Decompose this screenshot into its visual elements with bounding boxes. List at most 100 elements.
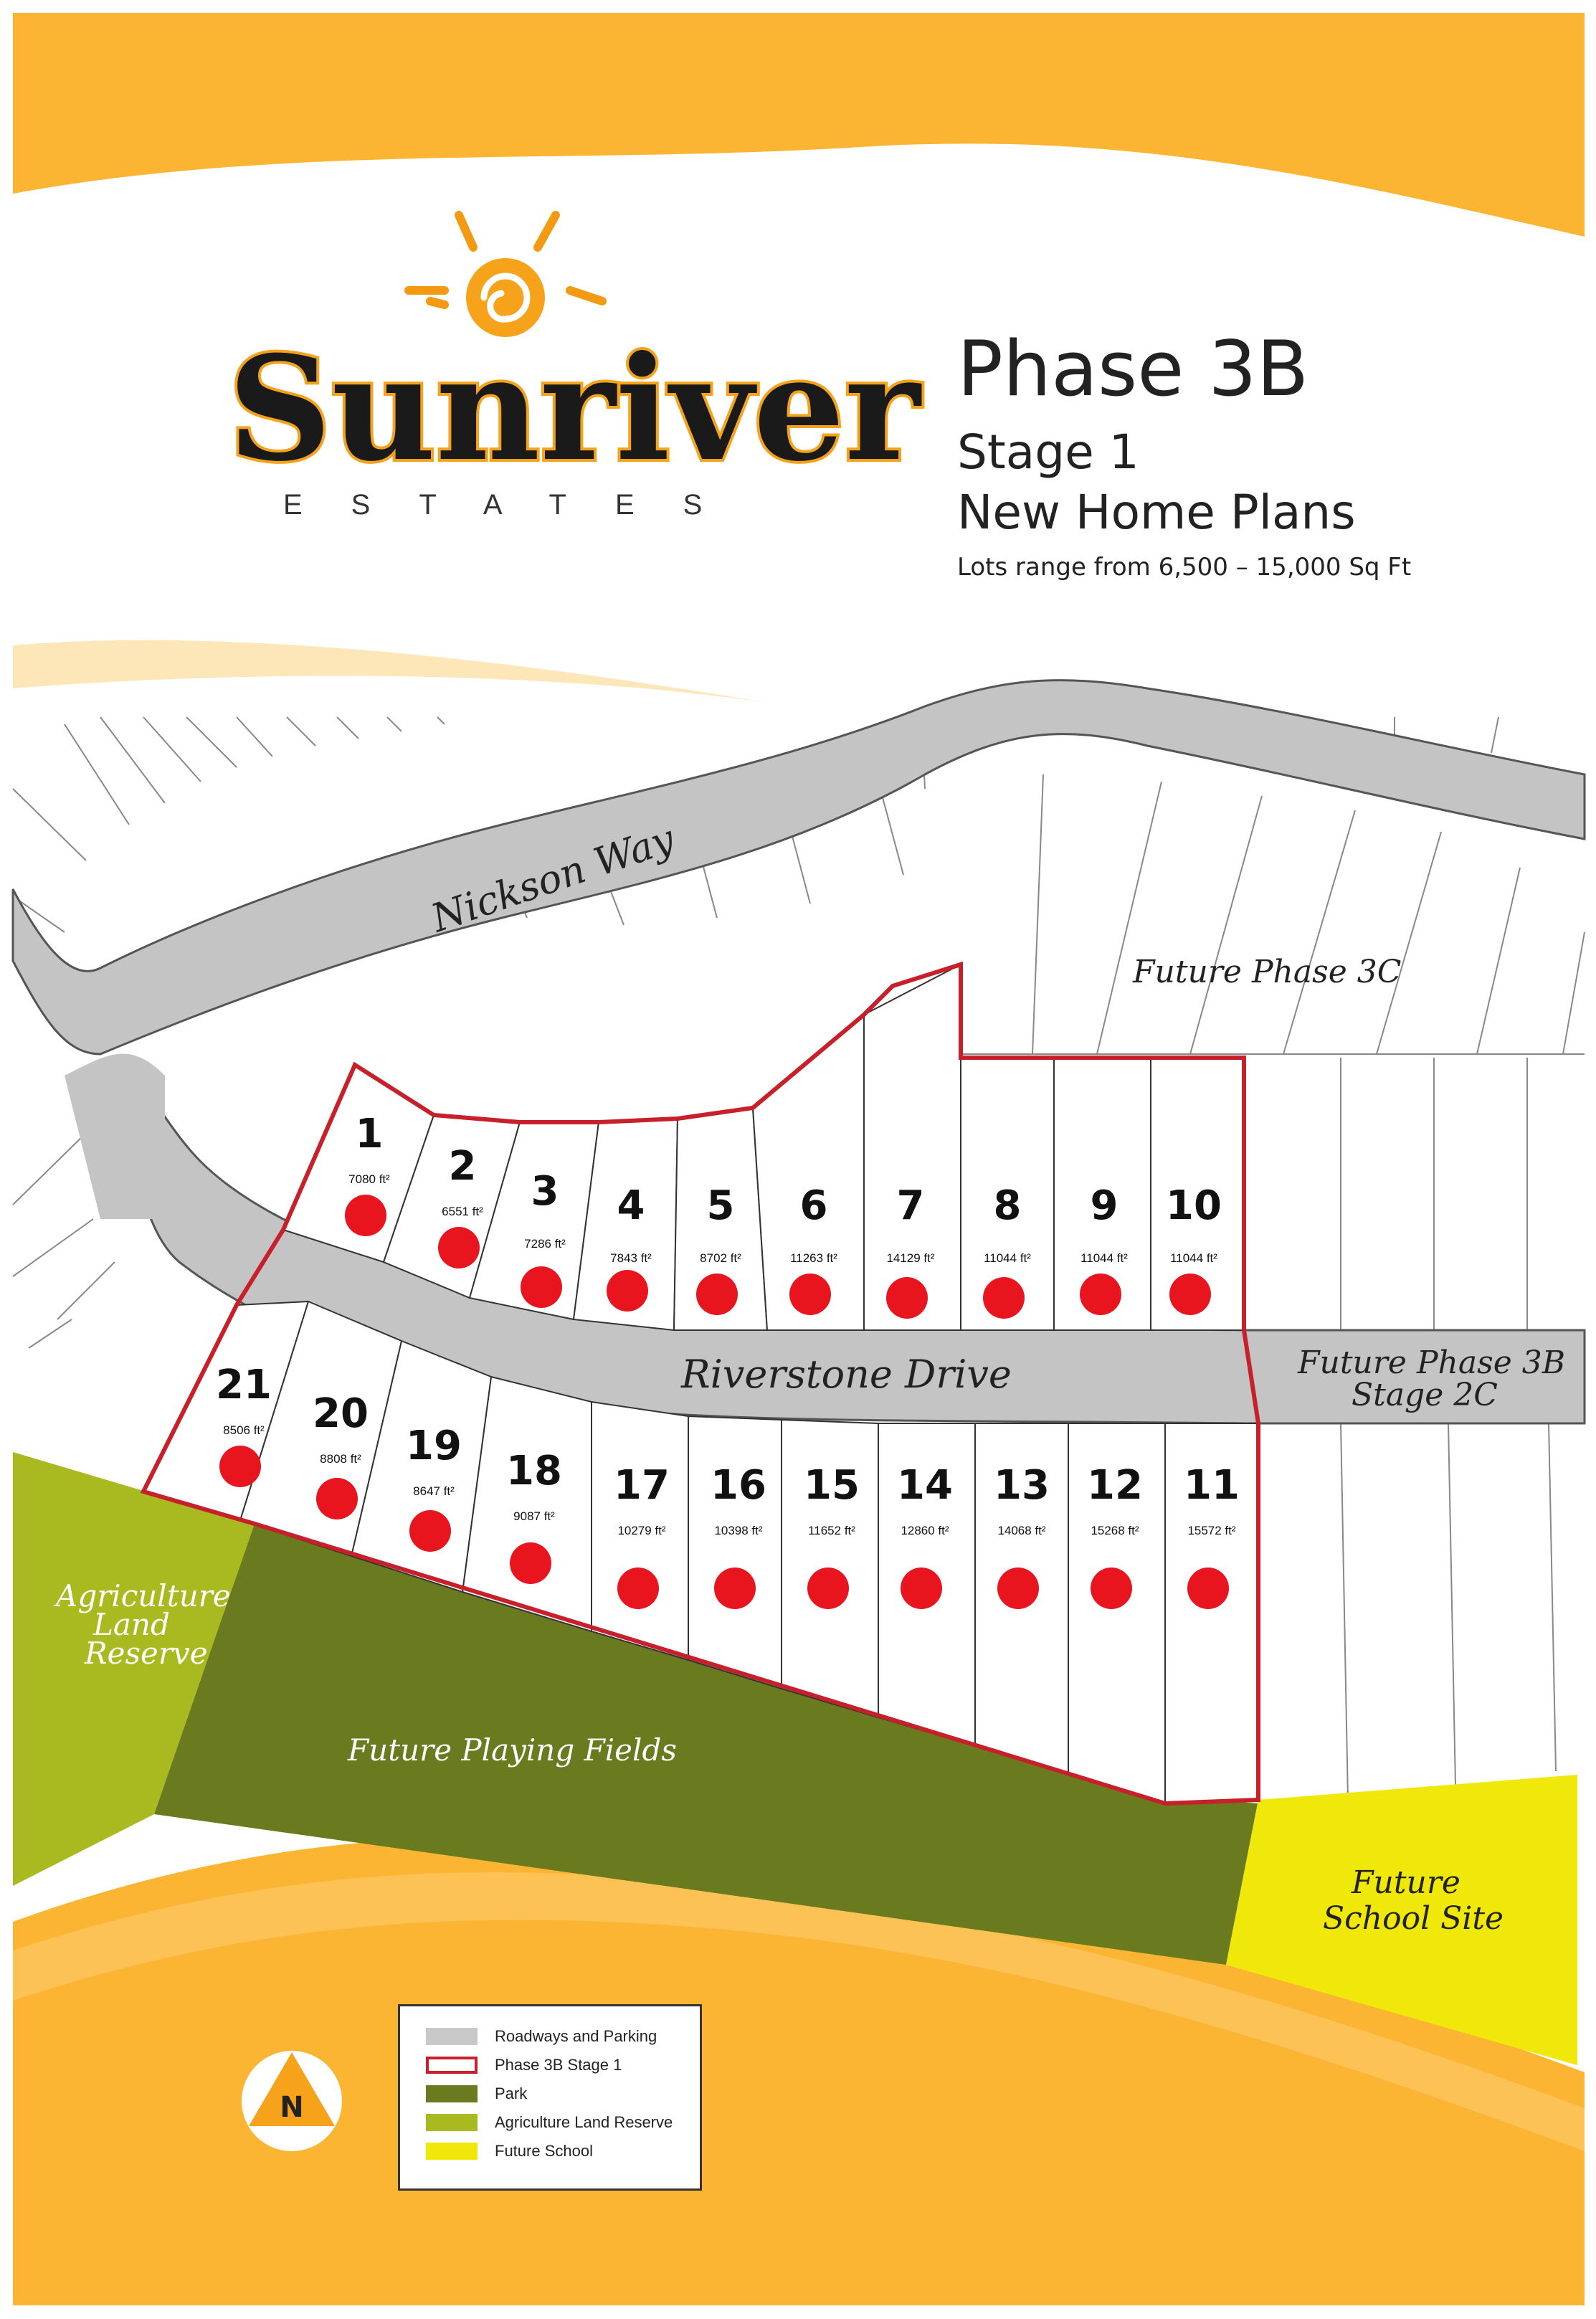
lot-area: 11044 ft² [1170, 1251, 1217, 1265]
legend-item-park: Park [426, 2079, 700, 2108]
lot-area: 6551 ft² [442, 1205, 483, 1218]
lot-area: 11044 ft² [984, 1251, 1031, 1265]
label-future-phase-3b-line1: Future Phase 3B [1297, 1345, 1565, 1381]
lot-marker-dot[interactable] [696, 1274, 738, 1315]
lot-number: 13 [994, 1462, 1050, 1509]
lot-marker-dot[interactable] [1091, 1568, 1132, 1609]
lot-10[interactable]: 10 11044 ft² [1166, 1182, 1222, 1315]
lot-marker-dot[interactable] [789, 1274, 831, 1315]
lot-number: 19 [406, 1423, 462, 1469]
lot-marker-dot[interactable] [617, 1568, 659, 1609]
lot-marker-dot[interactable] [510, 1542, 551, 1584]
lot-area: 8506 ft² [223, 1423, 265, 1437]
legend-label: Agriculture Land Reserve [495, 2113, 673, 2131]
lot-21[interactable]: 21 8506 ft² [216, 1362, 272, 1487]
lot-number: 15 [804, 1462, 860, 1509]
lot-range: Lots range from 6,500 – 15,000 Sq Ft [957, 553, 1412, 582]
lot-marker-dot[interactable] [409, 1510, 451, 1552]
lot-marker-dot[interactable] [345, 1195, 386, 1236]
legend-item-phase: Phase 3B Stage 1 [426, 2051, 700, 2079]
lot-area: 7080 ft² [348, 1172, 390, 1186]
agriculture-land-reserve-area [13, 1452, 255, 1886]
lot-marker-dot[interactable] [714, 1568, 756, 1609]
lot-number: 16 [711, 1462, 766, 1509]
label-alr-line3: Reserve [84, 1636, 208, 1671]
lot-area: 7843 ft² [610, 1251, 652, 1265]
lot-number: 4 [617, 1182, 645, 1229]
plans-title: New Home Plans [957, 485, 1356, 540]
pale-wave [13, 640, 767, 703]
sunriver-logo: Sunriver ESTATES [225, 211, 925, 521]
lot-15[interactable]: 15 11652 ft² [804, 1462, 860, 1609]
label-school-line1: Future [1351, 1864, 1460, 1901]
lot-marker-dot[interactable] [521, 1266, 562, 1308]
lot-marker-dot[interactable] [983, 1277, 1025, 1319]
legend-label: Roadways and Parking [495, 2027, 657, 2045]
legend-item-alr: Agriculture Land Reserve [426, 2108, 700, 2137]
lot-number: 10 [1166, 1182, 1222, 1229]
future-school-area [1226, 1775, 1577, 2065]
lot-marker-dot[interactable] [1187, 1568, 1229, 1609]
legend-label: Park [495, 2085, 528, 2102]
north-arrow-icon [249, 2052, 335, 2126]
lot-number: 7 [897, 1182, 925, 1229]
lot-number: 14 [897, 1462, 953, 1509]
lot-8[interactable]: 8 11044 ft² [983, 1182, 1031, 1319]
lot-7[interactable]: 7 14129 ft² [886, 1182, 935, 1319]
legend-swatch [426, 2028, 478, 2045]
lot-marker-dot[interactable] [997, 1568, 1039, 1609]
lot-5[interactable]: 5 8702 ft² [696, 1182, 741, 1315]
lot-area: 8702 ft² [700, 1251, 741, 1265]
label-future-playing-fields: Future Playing Fields [347, 1732, 677, 1768]
lot-1[interactable]: 1 7080 ft² [345, 1111, 390, 1236]
phase-3b-stage-1-boundary [140, 961, 1260, 1806]
lot-marker-dot[interactable] [219, 1446, 261, 1487]
lot-6[interactable]: 6 11263 ft² [789, 1182, 837, 1315]
sun-icon [404, 211, 607, 337]
park-area [154, 1524, 1258, 1965]
lot-number: 17 [614, 1462, 670, 1509]
legend: Roadways and Parking Phase 3B Stage 1 Pa… [398, 2004, 702, 2191]
lot-marker-dot[interactable] [1080, 1274, 1121, 1315]
lot-area: 14129 ft² [886, 1251, 934, 1265]
lot-number: 9 [1091, 1182, 1118, 1229]
street-riverstone-drive: Riverstone Drive [680, 1352, 1012, 1397]
label-future-phase-3b-line2: Stage 2C [1352, 1377, 1498, 1413]
legend-swatch [426, 2057, 478, 2074]
north-arrow: N [242, 2051, 342, 2151]
lot-4[interactable]: 4 7843 ft² [607, 1182, 652, 1312]
lot-number: 20 [313, 1390, 369, 1437]
lot-marker-dot[interactable] [1169, 1274, 1211, 1315]
lot-number: 5 [707, 1182, 735, 1229]
lot-16[interactable]: 16 10398 ft² [711, 1462, 766, 1609]
lot-number: 8 [994, 1182, 1022, 1229]
lot-marker-dot[interactable] [438, 1227, 480, 1268]
future-lot-lines-lower [1340, 1423, 1557, 1801]
lot-number: 1 [356, 1111, 384, 1157]
lot-area: 11263 ft² [790, 1251, 837, 1265]
lot-marker-dot[interactable] [607, 1270, 648, 1312]
lot-number: 6 [800, 1182, 828, 1229]
lot-area: 10398 ft² [714, 1524, 762, 1537]
lot-marker-dot[interactable] [316, 1478, 358, 1519]
lot-area: 11652 ft² [808, 1524, 855, 1537]
lot-marker-dot[interactable] [886, 1277, 928, 1319]
lot-marker-dot[interactable] [807, 1568, 849, 1609]
lot-marker-dot[interactable] [901, 1568, 942, 1609]
top-orange-band [13, 13, 1585, 237]
lot-number: 21 [216, 1362, 272, 1408]
connector-road [65, 1053, 165, 1219]
